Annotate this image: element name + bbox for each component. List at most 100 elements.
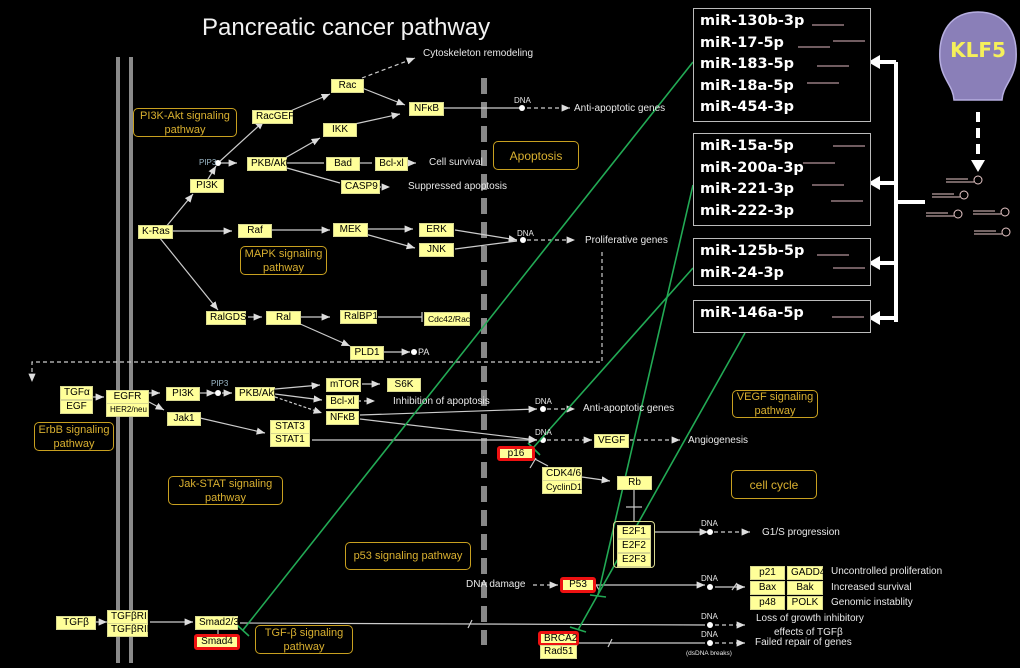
label-loss-growth-2: effects of TGFβ xyxy=(774,627,843,638)
pathway-box-apoptosis[interactable]: Apoptosis xyxy=(493,141,579,170)
node-vegf[interactable]: VEGF xyxy=(594,434,629,448)
label-dna: DNA xyxy=(514,96,531,105)
node-polk[interactable]: POLK xyxy=(787,596,823,610)
pathway-box-vegf[interactable]: VEGF signaling pathway xyxy=(732,390,818,418)
node-rad51[interactable]: Rad51 xyxy=(540,645,577,659)
label-genomic: Genomic instablity xyxy=(831,597,913,608)
node-gadd45[interactable]: GADD45 xyxy=(787,566,831,580)
node-casp9[interactable]: CASP9 xyxy=(341,180,380,194)
pathway-box-jak-stat[interactable]: Jak-STAT signaling pathway xyxy=(168,476,283,505)
node-ikk[interactable]: IKK xyxy=(323,123,357,137)
node-e2f2[interactable]: E2F2 xyxy=(617,539,651,553)
node-stat1[interactable]: STAT1 xyxy=(270,433,310,447)
node-mek[interactable]: MEK xyxy=(333,223,368,237)
node-bclxl-mid[interactable]: Bcl-xl xyxy=(326,395,359,409)
node-racgef[interactable]: RacGEF xyxy=(252,110,294,124)
mirna-label[interactable]: miR-15a-5p xyxy=(700,138,794,154)
signal-edges xyxy=(28,57,750,648)
node-erk[interactable]: ERK xyxy=(419,223,454,237)
pathway-box-cell-cycle[interactable]: cell cycle xyxy=(731,470,817,499)
node-pkb-akt-mid[interactable]: PKB/Akt xyxy=(235,387,276,401)
node-p53[interactable]: P53 xyxy=(560,577,596,593)
node-s6k[interactable]: S6K xyxy=(387,378,421,392)
klf5-label[interactable]: KLF5 xyxy=(950,38,1006,62)
node-ralbp1[interactable]: RalBP1 xyxy=(340,310,378,324)
node-smad23[interactable]: Smad2/3 xyxy=(195,616,239,630)
mirna-label[interactable]: miR-125b-5p xyxy=(700,243,805,259)
cell-membrane-inner xyxy=(129,57,133,663)
mirna-label[interactable]: miR-454-3p xyxy=(700,99,795,115)
mirna-group-2: miR-15a-5p miR-200a-3p miR-221-3p miR-22… xyxy=(693,133,871,226)
pathway-box-pi3k-akt[interactable]: PI3K-Akt signaling pathway xyxy=(133,108,237,137)
node-rb[interactable]: Rb xyxy=(617,476,652,490)
pathway-box-tgf-beta[interactable]: TGF-β signaling pathway xyxy=(255,625,353,654)
node-ralgds[interactable]: RalGDS xyxy=(206,311,247,325)
label-angiogenesis: Angiogenesis xyxy=(688,435,749,446)
mirna-label[interactable]: miR-221-3p xyxy=(700,181,795,197)
e2f-complex xyxy=(613,521,655,568)
node-p21[interactable]: p21 xyxy=(750,566,785,580)
mirna-label[interactable]: miR-18a-5p xyxy=(700,77,794,94)
node-smad4[interactable]: Smad4 xyxy=(194,634,240,650)
node-pkb-akt-top[interactable]: PKB/Akt xyxy=(247,157,288,171)
node-rac[interactable]: Rac xyxy=(331,79,364,93)
label-dna: DNA xyxy=(517,229,534,238)
node-tgfbr2[interactable]: TGFβRII xyxy=(107,623,150,637)
pathway-box-p53[interactable]: p53 signaling pathway xyxy=(345,542,471,570)
node-nfkb-mid[interactable]: NFκB xyxy=(326,411,359,425)
label-anti-apoptotic-top: Anti-apoptotic genes xyxy=(574,103,666,114)
node-pld1[interactable]: PLD1 xyxy=(350,346,384,360)
pre-mirna-hairpins xyxy=(926,175,1011,237)
label-failed-repair: Failed repair of genes xyxy=(755,637,852,648)
klf5-regulation-arrows xyxy=(868,55,985,325)
mirna-label[interactable]: miR-17-5p xyxy=(700,34,784,51)
node-tgfa[interactable]: TGFα xyxy=(60,386,93,400)
mirna-label[interactable]: miR-24-3p xyxy=(700,264,784,281)
node-jak1[interactable]: Jak1 xyxy=(167,412,201,426)
node-cyclind1[interactable]: CyclinD1 xyxy=(542,480,582,494)
label-cytoskeleton: Cytoskeleton remodeling xyxy=(423,48,534,59)
node-pi3k-top[interactable]: PI3K xyxy=(190,179,224,193)
mirna-label[interactable]: miR-146a-5p xyxy=(700,305,804,321)
node-kras[interactable]: K-Ras xyxy=(138,225,173,239)
node-cdc42-rac[interactable]: Cdc42/Rac xyxy=(424,312,470,326)
label-g1s: G1/S progression xyxy=(762,527,840,538)
mirna-group-4: miR-146a-5p xyxy=(693,300,871,333)
node-p48[interactable]: p48 xyxy=(750,596,785,610)
label-inhibition-apoptosis: Inhibition of apoptosis xyxy=(393,396,490,407)
node-ral[interactable]: Ral xyxy=(266,311,301,325)
mirna-label[interactable]: miR-183-5p xyxy=(700,56,795,72)
node-tgfb[interactable]: TGFβ xyxy=(56,616,96,630)
node-p16[interactable]: p16 xyxy=(497,446,535,461)
label-anti-apoptotic-mid: Anti-apoptotic genes xyxy=(583,403,675,414)
pathway-box-mapk[interactable]: MAPK signaling pathway xyxy=(240,246,327,275)
mirna-label[interactable]: miR-222-3p xyxy=(700,202,795,219)
node-bclxl-top[interactable]: Bcl-xl xyxy=(375,157,408,171)
label-increased-survival: Increased survival xyxy=(831,582,912,593)
label-dna: DNA xyxy=(701,612,718,621)
node-bak[interactable]: Bak xyxy=(787,581,823,595)
label-pip3-mid: PIP3 xyxy=(211,379,229,388)
node-brca2[interactable]: BRCA2 xyxy=(538,631,579,646)
node-raf[interactable]: Raf xyxy=(238,224,272,238)
mirna-label[interactable]: miR-200a-3p xyxy=(700,159,804,176)
node-her2[interactable]: HER2/neu xyxy=(106,403,149,417)
node-mtor[interactable]: mTOR xyxy=(326,378,361,392)
node-nfkb-top[interactable]: NFκB xyxy=(409,102,444,116)
node-e2f3[interactable]: E2F3 xyxy=(617,553,651,567)
pathway-box-erbb[interactable]: ErbB signaling pathway xyxy=(34,422,114,451)
label-dna: DNA xyxy=(535,428,552,437)
node-pi3k-mid[interactable]: PI3K xyxy=(166,387,200,401)
node-bax[interactable]: Bax xyxy=(750,581,785,595)
label-dna-damage: DNA damage xyxy=(466,579,526,590)
label-dna: DNA xyxy=(701,519,718,528)
node-bad[interactable]: Bad xyxy=(326,157,360,171)
mirna-group-1: miR-130b-3p miR-17-5p miR-183-5p miR-18a… xyxy=(693,8,871,122)
mirna-label[interactable]: miR-130b-3p xyxy=(700,13,805,29)
node-e2f1[interactable]: E2F1 xyxy=(617,525,651,539)
node-jnk[interactable]: JNK xyxy=(419,243,454,257)
label-loss-growth-1: Loss of growth inhibitory xyxy=(756,613,864,624)
node-stat3[interactable]: STAT3 xyxy=(270,420,310,434)
node-egf[interactable]: EGF xyxy=(60,400,93,414)
